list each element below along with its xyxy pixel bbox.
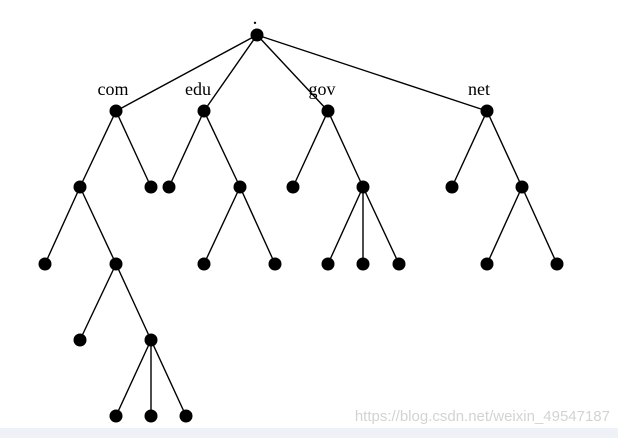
tree-node-net xyxy=(480,104,494,118)
edge-com_a2-com_a2b xyxy=(115,263,152,341)
edge-net-net_b xyxy=(486,110,523,188)
tree-nodes xyxy=(38,28,564,423)
edge-com-com_a xyxy=(79,110,117,188)
edge-com-com_b xyxy=(115,110,152,188)
tree-node-edu xyxy=(197,104,211,118)
tree-node-edu-a xyxy=(162,180,176,194)
edge-com_a2b-com_a2b1 xyxy=(115,339,152,417)
edge-gov_b-gov_b1 xyxy=(327,186,364,265)
edge-com_a-com_a2 xyxy=(79,186,117,265)
edge-net-net_a xyxy=(451,110,488,188)
edge-edu-edu_b xyxy=(203,110,241,188)
bottom-strip xyxy=(0,428,618,438)
tree-node-com xyxy=(109,104,123,118)
edge-gov-gov_b xyxy=(327,110,364,188)
domain-label-edu: edu xyxy=(185,79,211,99)
edge-net_b-net_b1 xyxy=(486,186,523,265)
tree-node-com-a2b3 xyxy=(179,409,193,423)
tree-node-com-b xyxy=(144,180,158,194)
tree-node-gov-b xyxy=(356,180,370,194)
edge-root-com xyxy=(115,34,258,112)
tree-node-gov-b3 xyxy=(392,257,406,271)
domain-label-net: net xyxy=(468,79,490,99)
domain-label-com: com xyxy=(98,79,129,99)
edge-root-gov xyxy=(256,34,329,112)
edge-edu-edu_a xyxy=(168,110,205,188)
edge-edu_b-edu_b2 xyxy=(239,186,276,265)
tree-node-edu-b xyxy=(233,180,247,194)
edge-com_a2-com_a2a xyxy=(79,263,117,341)
tree-node-net-b1 xyxy=(480,257,494,271)
edge-edu_b-edu_b1 xyxy=(203,186,241,265)
tree-node-gov-a xyxy=(286,180,300,194)
tree-node-com-a2b1 xyxy=(109,409,123,423)
tree-node-edu-b2 xyxy=(268,257,282,271)
tree-node-com-a2b2 xyxy=(144,409,158,423)
tree-node-edu-b1 xyxy=(197,257,211,271)
tree-node-net-b2 xyxy=(550,257,564,271)
tree-node-root xyxy=(250,28,264,42)
tree-node-com-a xyxy=(73,180,87,194)
edge-root-net xyxy=(256,34,488,112)
tree-node-com-a2 xyxy=(109,257,123,271)
root-label: . xyxy=(253,7,258,29)
tree-node-gov xyxy=(321,104,335,118)
edge-gov-gov_a xyxy=(292,110,329,188)
edge-gov_b-gov_b3 xyxy=(362,186,400,265)
tree-node-com-a2a xyxy=(73,333,87,347)
edge-com_a-com_a1 xyxy=(44,186,81,265)
tree-node-com-a2b xyxy=(144,333,158,347)
tree-edges xyxy=(44,34,558,417)
edge-net_b-net_b2 xyxy=(521,186,558,265)
tree-node-net-a xyxy=(445,180,459,194)
tree-node-com-a1 xyxy=(38,257,52,271)
watermark-text: https://blog.csdn.net/weixin_49547187 xyxy=(354,408,610,425)
tree-node-net-b xyxy=(515,180,529,194)
tree-node-gov-b1 xyxy=(321,257,335,271)
edge-root-edu xyxy=(203,34,258,112)
edge-com_a2b-com_a2b3 xyxy=(150,339,187,417)
domain-label-gov: gov xyxy=(309,79,336,99)
tree-node-gov-b2 xyxy=(356,257,370,271)
